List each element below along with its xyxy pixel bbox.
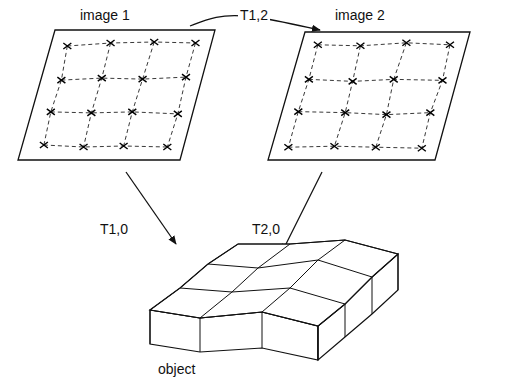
point-marks — [40, 39, 200, 150]
point-marks — [284, 40, 454, 151]
object-surface — [150, 240, 398, 360]
image-label: image 1 — [80, 8, 130, 23]
transform-label: T2,0 — [250, 222, 282, 237]
image-grid-drawing — [264, 4, 474, 166]
image-border — [18, 30, 215, 160]
object-drawing — [146, 236, 404, 381]
transform-label: T1,0 — [98, 222, 130, 237]
image-label: object — [158, 362, 195, 377]
image-label: image 2 — [335, 8, 385, 23]
grid-lines — [44, 42, 196, 147]
image-border — [268, 32, 470, 160]
transform-arrow — [126, 172, 176, 244]
image-frame: image 1 — [14, 4, 220, 166]
transform-arrow — [282, 172, 322, 252]
transform-label: T1,2 — [238, 8, 270, 23]
image-grid-drawing — [14, 4, 220, 166]
image-frame: image 2 — [264, 4, 474, 166]
grid-lines — [288, 43, 450, 148]
object-block: object — [146, 236, 404, 381]
